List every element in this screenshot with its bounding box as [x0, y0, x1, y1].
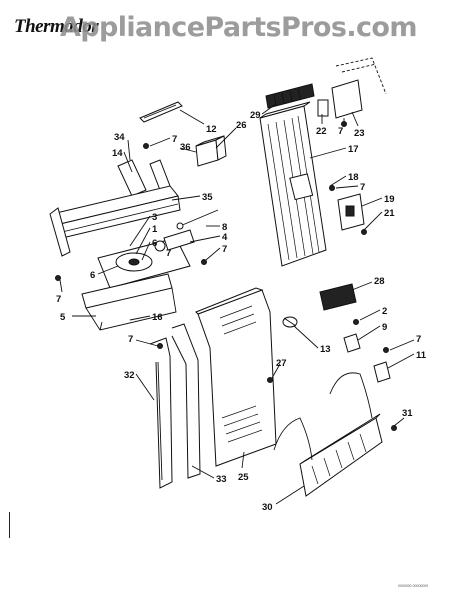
callout-7h: 7	[128, 334, 133, 345]
callout-7g: 7	[416, 334, 421, 345]
part-grille-29	[265, 83, 315, 109]
callout-3: 3	[152, 212, 157, 223]
part-bracket-16	[81, 273, 177, 331]
callout-26: 26	[236, 120, 247, 131]
callout-8: 8	[222, 222, 227, 233]
callout-34: 34	[114, 132, 125, 143]
part-cover-30	[273, 372, 383, 497]
callout-31: 31	[402, 408, 413, 419]
callout-5: 5	[60, 312, 66, 323]
screw-set	[55, 121, 397, 431]
callout-21: 21	[384, 208, 395, 219]
part-bracket-22	[317, 57, 387, 119]
callout-7e: 7	[166, 248, 171, 259]
part-rod-8	[176, 209, 219, 230]
callout-16: 16	[152, 312, 163, 323]
callout-19: 19	[384, 194, 395, 205]
callout-29: 29	[250, 110, 261, 121]
callout-27: 27	[276, 358, 287, 369]
callout-13: 13	[320, 344, 331, 355]
callout-6b: 6	[90, 270, 95, 281]
callout-36: 36	[180, 142, 191, 153]
callout-25: 25	[238, 472, 249, 483]
callout-28: 28	[374, 276, 385, 287]
callout-11: 11	[416, 350, 427, 361]
callout-7c: 7	[360, 182, 365, 193]
part-box-26	[195, 135, 227, 167]
part-clip-9	[343, 333, 391, 383]
callout-23: 23	[354, 128, 365, 139]
callout-9: 9	[382, 322, 387, 333]
part-bracket-14	[117, 159, 171, 197]
callout-35: 35	[202, 192, 213, 203]
callout-4: 4	[222, 232, 228, 243]
part-rail-32	[149, 337, 173, 489]
callout-33: 33	[216, 474, 227, 485]
margin-mark	[9, 512, 11, 538]
callout-1: 1	[152, 224, 158, 235]
watermark-text: AppliancePartsPros.com	[60, 12, 417, 43]
callout-14: 14	[112, 148, 123, 159]
part-block-28	[319, 283, 357, 311]
part-rail-33	[171, 323, 201, 479]
part-strip-12	[139, 101, 183, 123]
callout-2: 2	[382, 306, 387, 317]
part-panel-17	[259, 101, 327, 267]
callout-12: 12	[206, 124, 217, 135]
callout-18: 18	[348, 172, 359, 183]
part-bracket-19	[337, 193, 365, 231]
callout-7: 7	[172, 134, 177, 145]
callout-7b: 7	[338, 126, 343, 137]
callout-7f: 7	[56, 294, 61, 305]
callout-6: 6	[152, 238, 157, 249]
part-damper-assembly	[97, 229, 195, 289]
callout-7d: 7	[222, 244, 227, 255]
brand-logo: Thermador	[14, 16, 99, 37]
callout-labels: 29 26 12 7 34 36 14 35 22 7 23 17 18 7 1…	[56, 110, 427, 513]
leader-lines	[59, 103, 415, 505]
part-panel-25	[195, 287, 277, 467]
callout-17: 17	[348, 144, 359, 155]
callout-32: 32	[124, 370, 135, 381]
footer-code: 0000000 00000000	[398, 584, 429, 588]
callout-22: 22	[316, 126, 327, 137]
part-rail-35	[49, 185, 181, 257]
callout-30: 30	[262, 502, 273, 513]
part-roller-13	[282, 316, 298, 328]
